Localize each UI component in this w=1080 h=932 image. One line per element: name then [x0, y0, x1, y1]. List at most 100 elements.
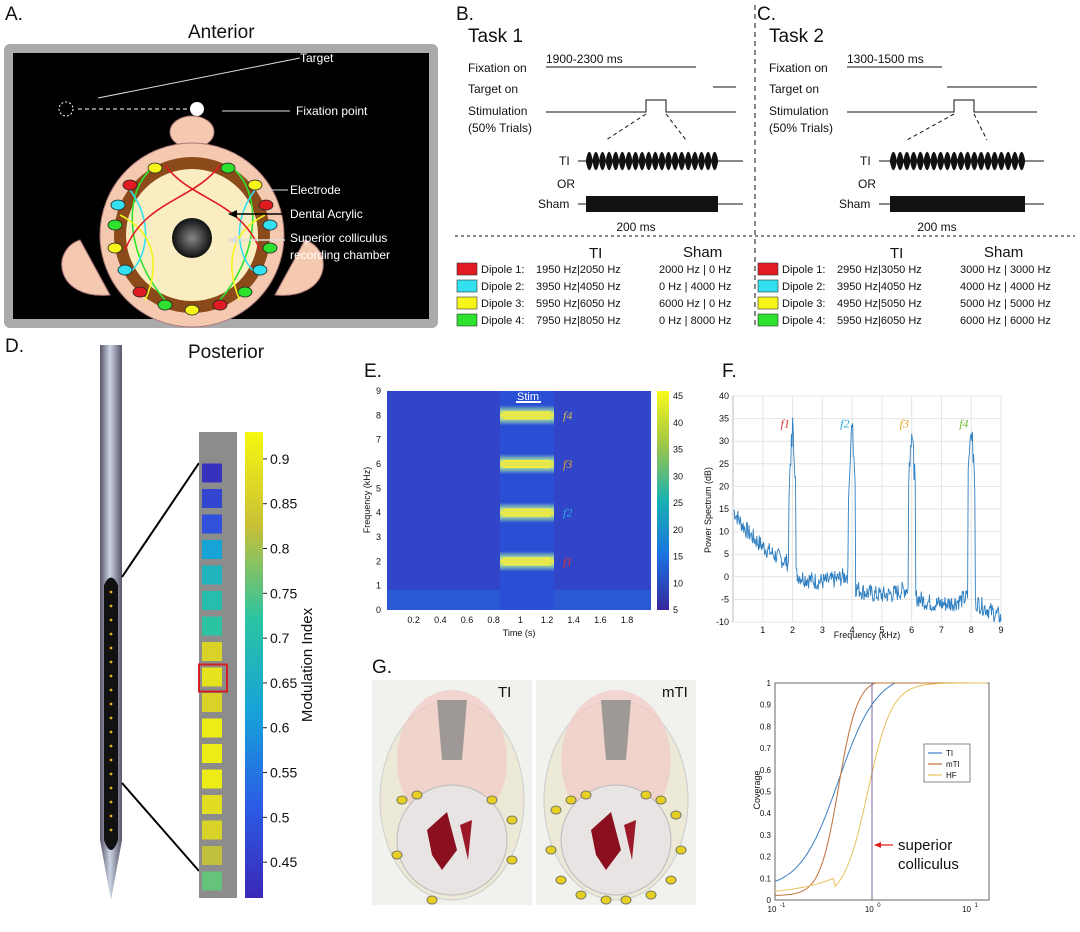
panelC-title: Task 2: [769, 26, 824, 47]
spectrogram-band: [500, 405, 554, 426]
coverage-ytick: 0.2: [760, 853, 772, 862]
panelB-zoom-right: [665, 113, 687, 141]
coverage-ytick: 0.7: [760, 744, 772, 753]
panelB-dipole-swatch: [456, 279, 478, 293]
spectrogram-ytick: 5: [376, 483, 381, 493]
mi-tick-label: 0.8: [270, 541, 290, 557]
recording-chamber: [172, 218, 212, 258]
panelC-pulse-duration: 200 ms: [917, 220, 956, 234]
panelC-dipole-ti: 5950 Hz|6050 Hz: [837, 315, 922, 327]
channel-cell: [202, 820, 222, 840]
panelB-pulse-duration: 200 ms: [616, 220, 655, 234]
panel-d: D. 0.90.850.80.750.70.650.60.550.50.45 M…: [5, 336, 316, 900]
panelB-dipole-name: Dipole 4:: [481, 315, 524, 327]
spectrum-xtick: 2: [790, 625, 795, 635]
coverage-ytick: 0.9: [760, 701, 772, 710]
panelC-dipole-sham: 4000 Hz | 4000 Hz: [960, 281, 1051, 293]
stim-electrode: [670, 810, 682, 820]
panelC-row-label: Fixation on: [769, 61, 828, 75]
channel-cell: [202, 540, 222, 559]
panelB-row-label: (50% Trials): [468, 121, 532, 135]
spectrogram-ytick: 8: [376, 410, 381, 420]
panelC-duration: 1300-1500 ms: [847, 52, 924, 66]
panelC-dipole-swatch: [757, 296, 779, 310]
coverage-ylabel: Coverage: [752, 770, 762, 809]
posterior-label: Posterior: [188, 342, 265, 363]
spectrogram-band: [500, 454, 554, 474]
panelC-header-ti: TI: [890, 245, 903, 262]
coverage-ytick: 0.3: [760, 831, 772, 840]
mi-colorbar: [245, 432, 263, 898]
probe-contact: [109, 800, 113, 804]
spectrogram-ytick: 1: [376, 581, 381, 591]
band-label: f2: [563, 506, 572, 520]
channel-cell: [202, 846, 222, 865]
mi-tick-label: 0.65: [270, 675, 297, 691]
spectrogram-ytick: 4: [376, 508, 381, 518]
mi-colorbar-ticks: 0.90.850.80.750.70.650.60.550.50.45: [263, 451, 297, 870]
stim-electrode: [665, 875, 677, 885]
stim-electrode: [645, 890, 657, 900]
panelC-label: C.: [757, 4, 776, 25]
probe-contact-array: [104, 577, 118, 850]
mi-tick-label: 0.45: [270, 854, 297, 870]
panelB-row-label: Fixation on: [468, 61, 527, 75]
sc-annotation-1: Superior colliculus: [290, 231, 387, 245]
spectrogram-cbar-tick: 35: [673, 445, 683, 455]
panelC-dipole-name: Dipole 4:: [782, 315, 825, 327]
panelC-sham-label: Sham: [839, 197, 870, 211]
spectrum-line: [733, 417, 1002, 624]
spectrum-ytick: 30: [719, 436, 729, 446]
stim-electrode: [506, 855, 518, 865]
probe-contact: [109, 828, 113, 832]
panel-e-label: E.: [364, 361, 382, 382]
spectrogram-ytick: 3: [376, 532, 381, 542]
spectrum-ytick: -5: [721, 594, 729, 604]
mi-tick-label: 0.5: [270, 809, 290, 825]
panel-a: A. Anterior Posterior Target Fixation po…: [4, 4, 438, 363]
spectrum-xtick: 3: [820, 625, 825, 635]
spectrogram-xtick: 0.6: [461, 615, 474, 625]
spectrum-xtick: 7: [939, 625, 944, 635]
panelB-dipole-swatch: [456, 296, 478, 310]
target-annotation: Target: [300, 51, 334, 65]
probe-contacts: [109, 590, 113, 832]
band-label: f4: [563, 408, 572, 422]
panelC-ti-waveform: [889, 151, 1026, 171]
coverage-xtick: 10: [865, 905, 874, 914]
spectrogram-cbar-tick: 30: [673, 471, 683, 481]
acrylic-annotation: Dental Acrylic: [290, 207, 363, 221]
stim-electrode: [575, 890, 587, 900]
mi-tick-label: 0.85: [270, 496, 297, 512]
spectrum-ytick: 35: [719, 414, 729, 424]
channel-cell: [202, 591, 222, 610]
left-ear: [61, 239, 111, 296]
coverage-legend: [923, 743, 971, 783]
panelB-dipole-name: Dipole 1:: [481, 264, 524, 276]
spectrogram-xtick: 1.6: [594, 615, 607, 625]
channel-cell: [202, 667, 222, 687]
peak-label: f2: [840, 417, 849, 431]
stim-electrode: [655, 795, 667, 805]
sc-label-1: superior: [898, 837, 952, 854]
coverage-xtick-exp: 0: [877, 903, 881, 909]
channel-column: [198, 432, 237, 898]
panelB-dipole-name: Dipole 3:: [481, 298, 524, 310]
panelB-header-ti: TI: [589, 245, 602, 262]
channel-cell: [202, 489, 222, 508]
stim-electrode: [620, 895, 632, 905]
panelC-dipole-swatch: [757, 262, 779, 276]
channel-cell: [202, 871, 222, 891]
spectrogram-xtick: 1: [518, 615, 523, 625]
panelC-dipole-name: Dipole 2:: [782, 281, 825, 293]
coverage-ytick: 1: [767, 679, 772, 688]
electrodes: [107, 162, 278, 316]
probe-contact: [109, 758, 113, 762]
channel-cell: [202, 463, 222, 483]
panelB-ti-waveform: [585, 151, 719, 171]
